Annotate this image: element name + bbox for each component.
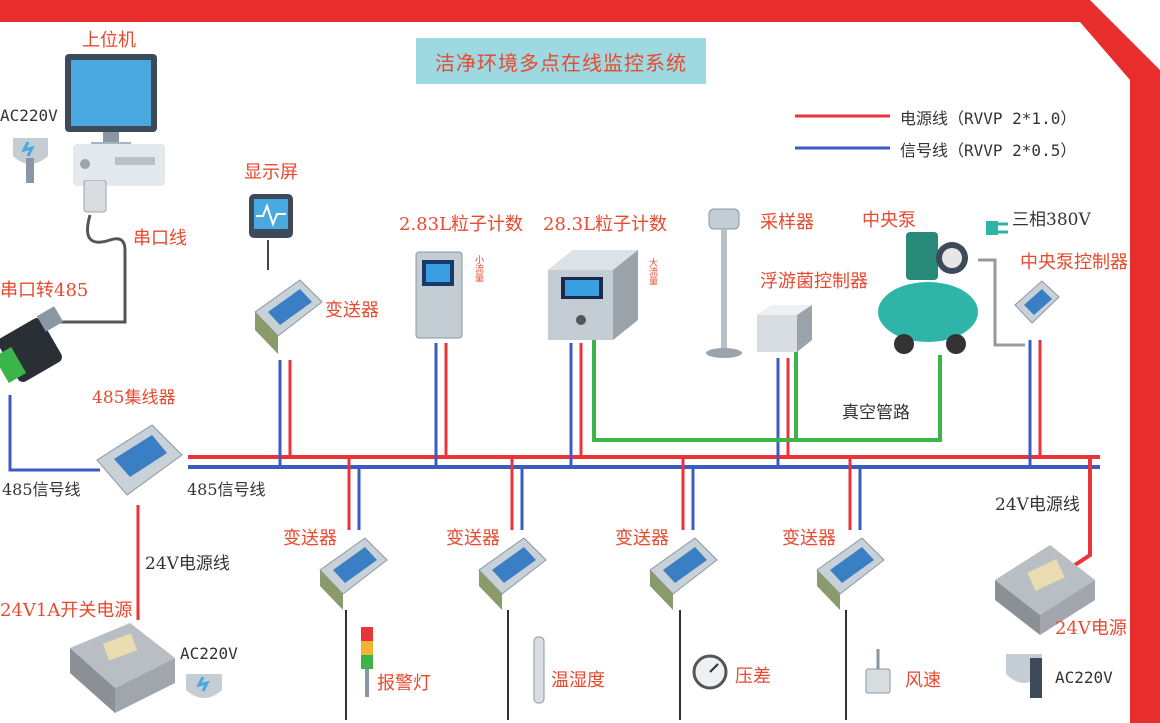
label-transmitter-2: 变送器 [446, 528, 500, 549]
monitor-icon [65, 54, 165, 186]
label-psu-24v: 24V电源 [1055, 618, 1127, 639]
label-24v-power-right: 24V电源线 [995, 495, 1080, 515]
temp-humidity-sensor-icon [533, 636, 545, 704]
legend-power: 电源线（RVVP 2*1.0） [900, 109, 1077, 128]
plug-icon-right [1006, 654, 1042, 698]
label-counter-small-flow: 小流量 [473, 255, 483, 282]
plankton-controller-icon [757, 305, 812, 352]
plug-icon-bottom [186, 674, 222, 698]
label-temp-humidity: 温湿度 [551, 670, 605, 691]
hub-icon [96, 424, 183, 496]
label-24v-power-left: 24V电源线 [145, 554, 230, 574]
sampler-icon [706, 208, 742, 358]
label-pressure-diff: 压差 [735, 666, 771, 687]
label-host: 上位机 [82, 30, 136, 51]
transmitter-icon-3 [649, 537, 718, 610]
label-transmitter-top: 变送器 [325, 300, 379, 321]
display-icon [249, 194, 293, 238]
label-pump-ctrl: 中央泵控制器 [1020, 252, 1128, 273]
transmitter-icon [254, 279, 323, 354]
legend-signal: 信号线（RVVP 2*0.5） [900, 141, 1077, 160]
red-frame-top [0, 0, 1080, 22]
label-serial-cable: 串口线 [133, 228, 187, 249]
alarm-light-icon [361, 627, 373, 697]
pressure-gauge-icon [692, 654, 728, 690]
label-hub-485: 485集线器 [92, 388, 176, 408]
particle-counter-big-icon [548, 250, 638, 340]
label-ac220-right: AC220V [1055, 668, 1113, 687]
label-transmitter-4: 变送器 [782, 528, 836, 549]
label-counter-283-big: 28.3L粒子计数 [543, 214, 668, 235]
label-counter-big-flow: 大流量 [647, 258, 657, 285]
pump-icon [878, 232, 978, 354]
label-wind-speed: 风速 [905, 670, 941, 691]
label-counter-283: 2.83L粒子计数 [399, 214, 524, 235]
label-serial-to-485: 串口转485 [0, 280, 89, 301]
label-psu-24v1a: 24V1A开关电源 [0, 600, 133, 621]
label-central-pump: 中央泵 [862, 210, 916, 231]
three-phase-plug-icon [986, 221, 1008, 235]
label-transmitter-3: 变送器 [615, 528, 669, 549]
label-vacuum-pipe: 真空管路 [842, 403, 910, 423]
label-485-signal-bus: 485信号线 [187, 480, 266, 499]
usb-connector-icon [83, 180, 107, 213]
label-ac220-host: AC220V [0, 106, 58, 125]
diagram-title: 洁净环境多点在线监控系统 [416, 38, 706, 84]
label-485-signal-left: 485信号线 [2, 480, 81, 499]
label-ac220-bottom: AC220V [180, 644, 238, 663]
label-display: 显示屏 [244, 162, 298, 183]
transmitter-icon-4 [816, 537, 885, 610]
pump-controller-icon [1014, 280, 1060, 324]
power-supply-right-icon [995, 545, 1095, 635]
power-supply-icon [70, 623, 175, 713]
transmitter-icon-1 [319, 537, 388, 610]
serial-adapter-icon [0, 306, 64, 383]
label-transmitter-1: 变送器 [283, 528, 337, 549]
label-three-phase: 三相380V [1012, 210, 1091, 230]
red-frame-right [1130, 70, 1160, 723]
wind-speed-sensor-icon [865, 649, 891, 694]
particle-counter-small-icon [415, 251, 463, 339]
plug-icon [13, 138, 48, 183]
label-alarm-light: 报警灯 [377, 673, 431, 694]
transmitter-icon-2 [478, 537, 547, 610]
label-sampler: 采样器 [760, 212, 814, 233]
label-plankton-ctrl: 浮游菌控制器 [760, 271, 868, 292]
